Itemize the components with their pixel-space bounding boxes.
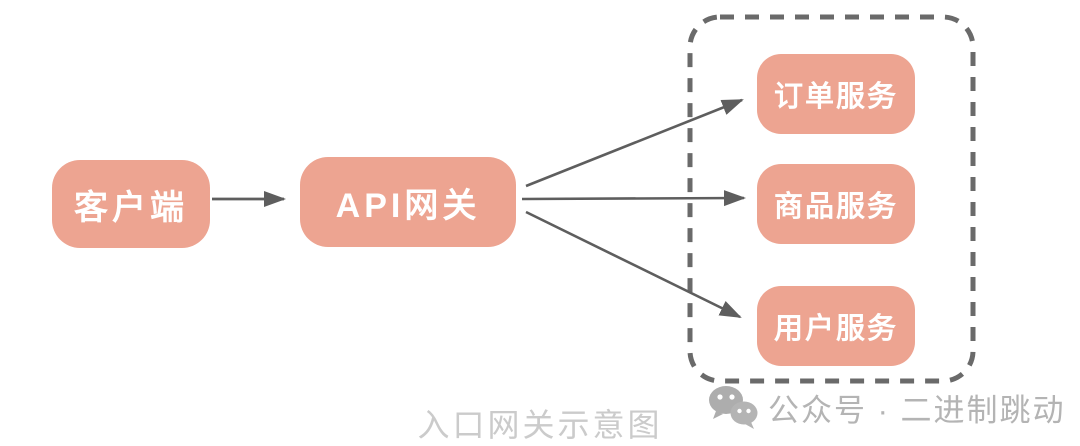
product-service-node: 商品服务 xyxy=(757,164,915,244)
client-node-label: 客户端 xyxy=(74,188,188,227)
api-gateway-node-label: API网关 xyxy=(335,186,481,225)
wechat-icon xyxy=(709,386,758,429)
watermark: 公众号 · 二进制跳动 xyxy=(706,384,1066,430)
services-group-dashed-border xyxy=(687,14,976,384)
order-service-node-label: 订单服务 xyxy=(773,81,898,113)
user-service-node: 用户服务 xyxy=(757,286,915,366)
arrow-gateway-to-order-service xyxy=(525,98,744,188)
diagram-caption: 入口网关示意图 xyxy=(417,407,663,443)
user-service-node-label: 用户服务 xyxy=(773,313,898,345)
watermark-text: 公众号 · 二进制跳动 xyxy=(768,392,1066,428)
product-service-node-label: 商品服务 xyxy=(773,191,898,223)
arrow-gateway-to-product-service xyxy=(521,190,746,207)
order-service-node: 订单服务 xyxy=(757,54,915,134)
api-gateway-node: API网关 xyxy=(300,157,516,247)
client-node: 客户端 xyxy=(52,160,210,248)
arrow-gateway-to-user-service xyxy=(525,210,742,319)
